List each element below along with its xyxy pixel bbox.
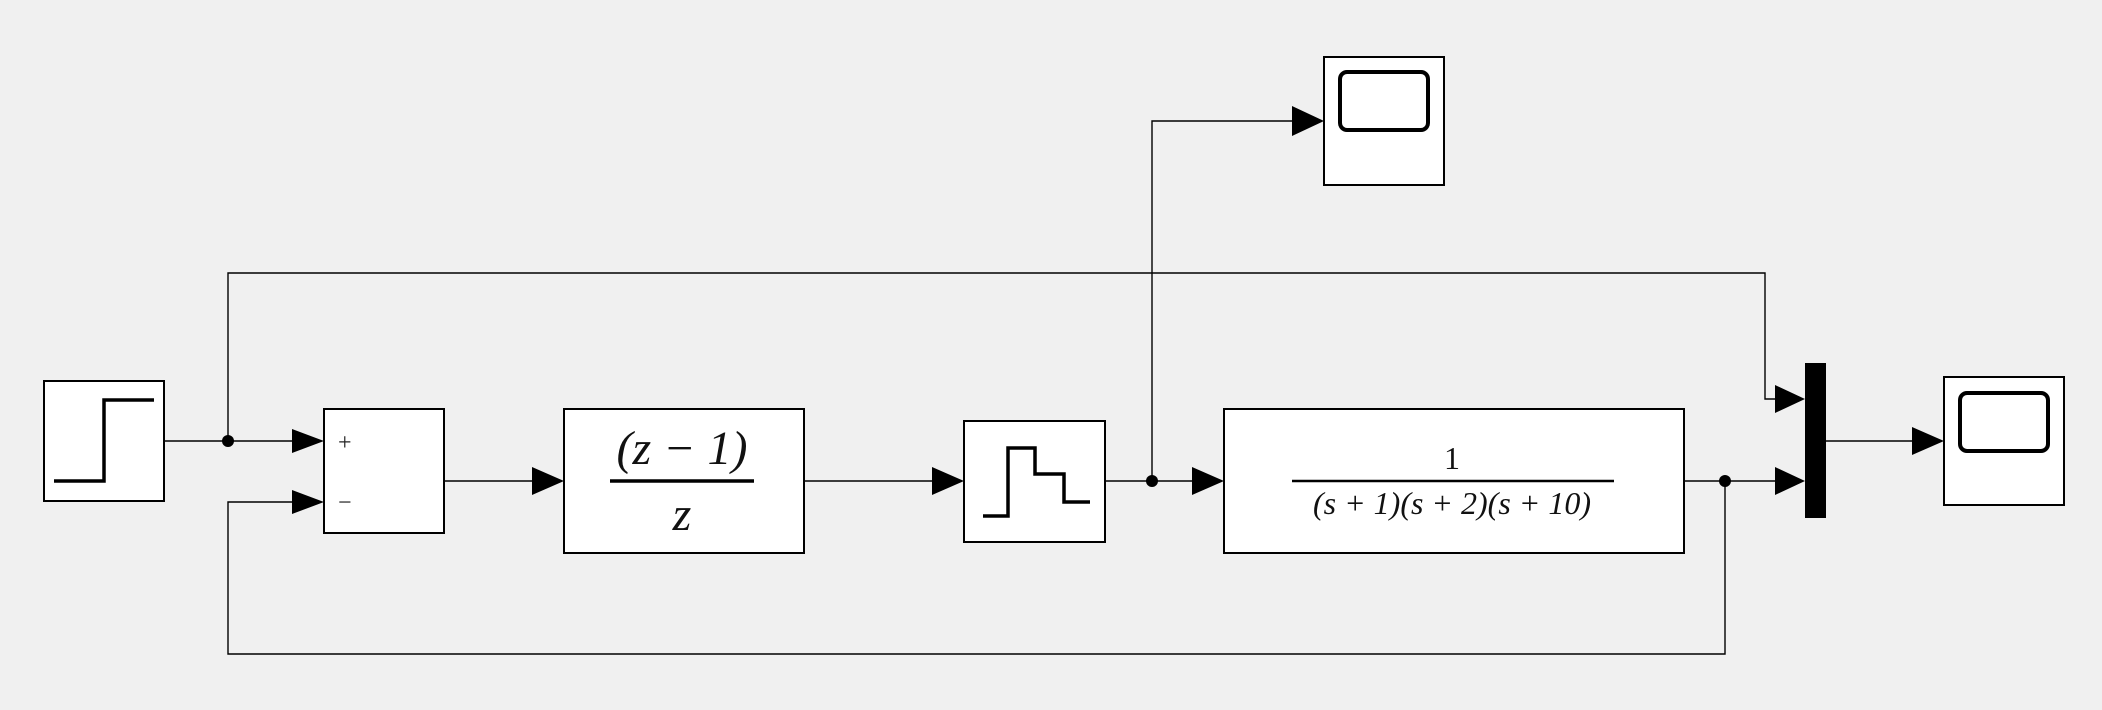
plant-tf-denominator: (s + 1)(s + 2)(s + 10) <box>1313 485 1591 521</box>
branch-point-zoh <box>1146 475 1158 487</box>
step-block[interactable] <box>43 380 165 502</box>
arrowhead-sum-minus <box>292 490 324 514</box>
scope-icon <box>1338 70 1430 132</box>
wire-feedback[interactable] <box>227 481 1726 655</box>
scope-right-block[interactable] <box>1943 376 2065 506</box>
wire-step-to-mux[interactable] <box>227 272 1778 441</box>
arrowhead-sum-plus <box>292 429 324 453</box>
arrowhead-scope-right <box>1912 427 1944 455</box>
mux-block[interactable] <box>1805 363 1826 518</box>
scope-top-block[interactable] <box>1323 56 1445 186</box>
transfer-fcn-block[interactable]: 1 (s + 1)(s + 2)(s + 10) <box>1223 408 1685 554</box>
step-icon <box>54 398 154 483</box>
zero-order-hold-icon <box>983 446 1090 518</box>
arrowhead-plant <box>1192 467 1224 495</box>
wire-zoh-to-scope-top[interactable] <box>1151 120 1292 481</box>
branch-point-step <box>222 435 234 447</box>
arrowhead-mux-in2 <box>1775 467 1805 495</box>
arrowhead-mux-in1 <box>1775 385 1805 413</box>
arrowhead-discrete-tf <box>532 467 564 495</box>
scope-icon <box>1958 391 2050 453</box>
arrowhead-scope-top <box>1292 106 1324 136</box>
sum-sign-minus: − <box>338 490 352 516</box>
discrete-transfer-fcn-block[interactable]: (z − 1) z <box>563 408 805 554</box>
plant-tf-numerator: 1 <box>1444 440 1460 476</box>
arrowheads <box>292 106 1944 514</box>
discrete-tf-denominator: z <box>672 488 692 541</box>
discrete-tf-numerator: (z − 1) <box>616 422 747 475</box>
branch-point-plant <box>1719 475 1731 487</box>
sum-block[interactable]: + − <box>323 408 445 534</box>
zero-order-hold-block[interactable] <box>963 420 1106 543</box>
arrowhead-zoh <box>932 467 964 495</box>
signal-lines <box>164 120 1912 655</box>
sum-sign-plus: + <box>338 430 352 456</box>
branch-points <box>222 435 1731 487</box>
